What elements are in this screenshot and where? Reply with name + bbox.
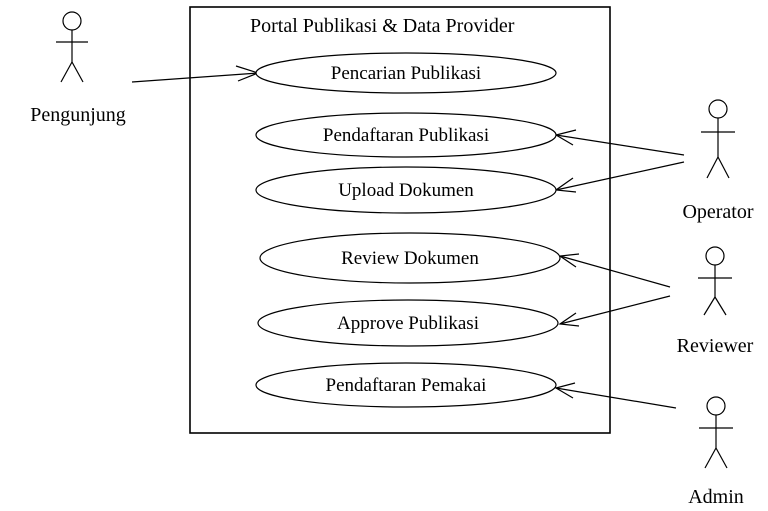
stick-figure-icon: [56, 11, 88, 83]
use-case-label: Upload Dokumen: [338, 180, 474, 201]
system-title: Portal Publikasi & Data Provider: [250, 15, 515, 37]
association-lines: [131, 65, 685, 409]
arrow-reviewer-review: [559, 255, 671, 288]
actor-admin: Admin: [688, 396, 744, 508]
arrowhead-reviewer-approve: [558, 312, 580, 327]
actor-label: Operator: [682, 201, 753, 223]
use-case-label: Pencarian Publikasi: [331, 63, 481, 84]
system-boundary: [189, 6, 611, 434]
actor-label: Pengunjung: [30, 104, 126, 126]
arrow-reviewer-approve: [559, 295, 671, 325]
use-case-upload: Upload Dokumen: [255, 166, 557, 214]
actor-reviewer: Reviewer: [677, 246, 754, 357]
arrowhead-operator-upload: [554, 177, 577, 193]
arrowhead-admin-pendaftaran-pemakai: [554, 382, 576, 399]
arrow-pengunjung-pencarian: [131, 72, 259, 83]
actor-operator: Operator: [682, 99, 754, 223]
use-case-review: Review Dokumen: [259, 232, 561, 284]
use-case-approve: Approve Publikasi: [257, 299, 559, 347]
use-case-label: Review Dokumen: [341, 248, 479, 269]
use-case-pendaftaran-pemakai: Pendaftaran Pemakai: [255, 362, 557, 408]
actor-label: Reviewer: [677, 335, 754, 357]
use-case-pencarian: Pencarian Publikasi: [255, 52, 557, 94]
stick-figure-icon: [701, 99, 735, 179]
use-case-label: Pendaftaran Pemakai: [326, 375, 487, 396]
stick-figure-icon: [698, 246, 732, 316]
actor-label: Admin: [688, 486, 744, 508]
arrow-operator-upload: [555, 161, 685, 191]
arrow-operator-pendaftaran-publikasi: [555, 134, 685, 156]
actor-pengunjung: Pengunjung: [30, 11, 126, 126]
use-case-label: Pendaftaran Publikasi: [323, 125, 489, 146]
use-case-pendaftaran-publikasi: Pendaftaran Publikasi: [255, 112, 557, 158]
stick-figure-icon: [699, 396, 733, 469]
use-case-label: Approve Publikasi: [337, 313, 479, 334]
arrow-admin-pendaftaran-pemakai: [555, 387, 677, 409]
